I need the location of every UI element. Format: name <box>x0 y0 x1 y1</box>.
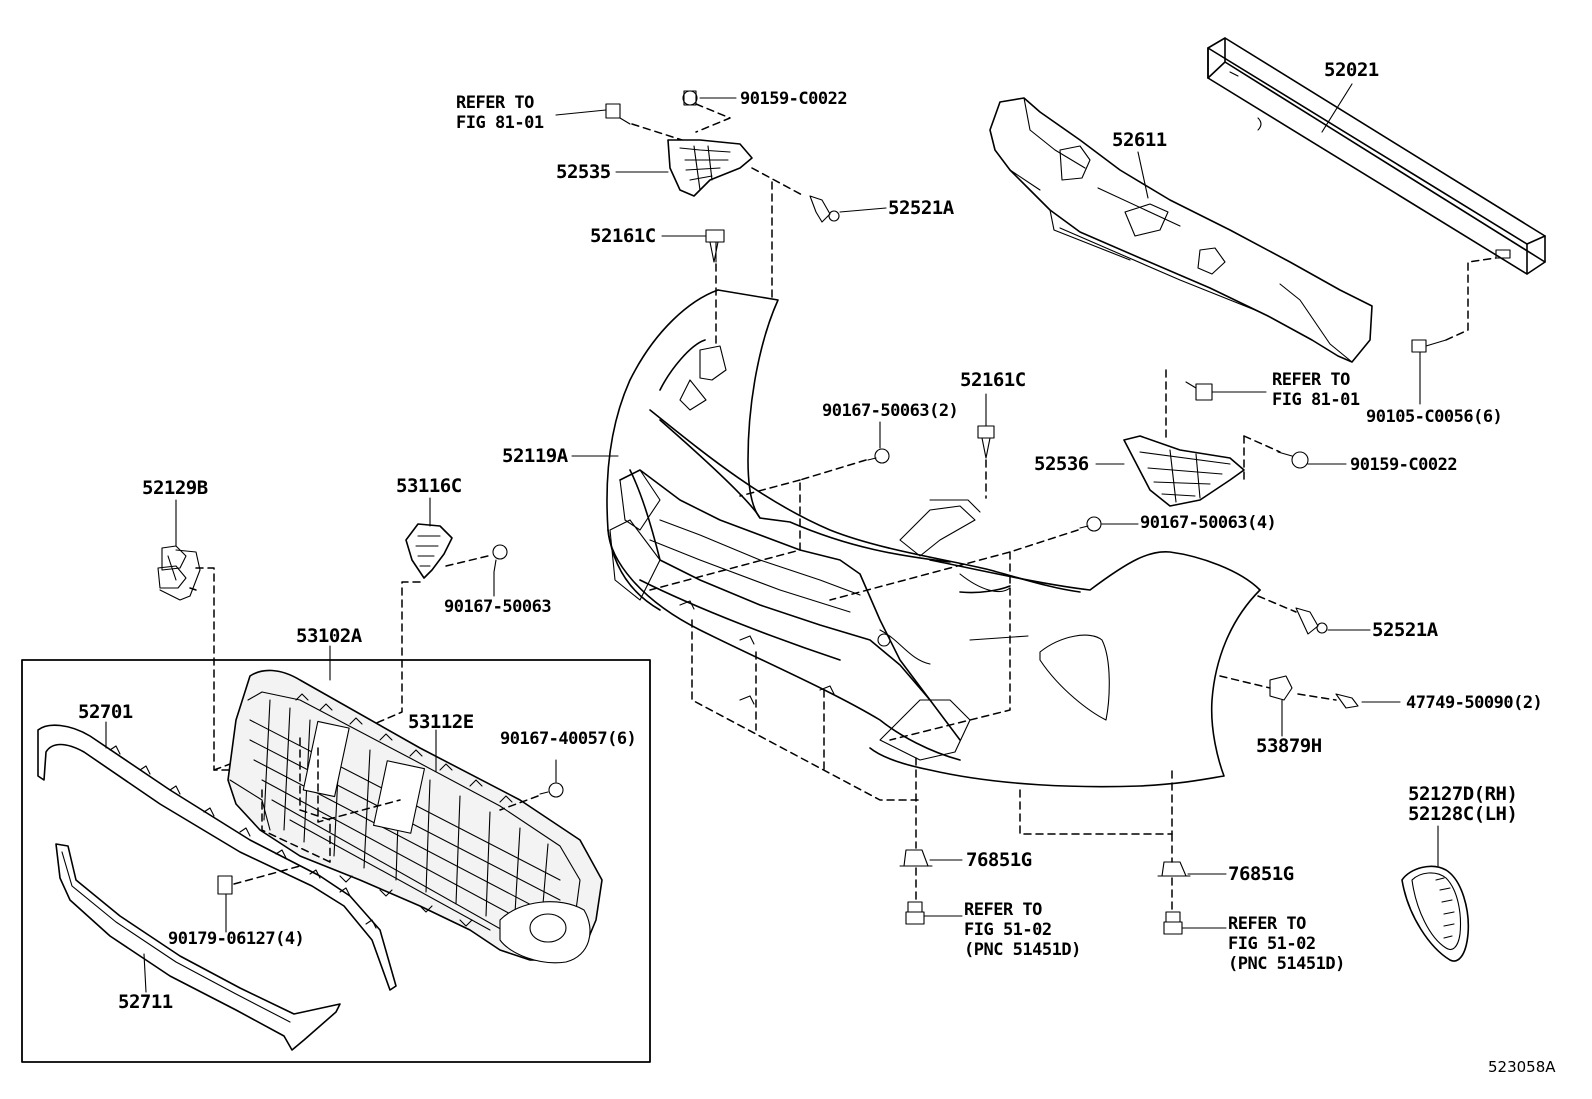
dash-90105 <box>1445 257 1497 341</box>
label-53102a: 53102A <box>296 625 362 647</box>
label-52161c-left: 52161C <box>590 225 656 247</box>
label-53879h: 53879H <box>1256 735 1322 757</box>
screw-90167-2-drawing <box>867 448 890 464</box>
bolt-90159-right-drawing <box>1277 451 1309 469</box>
screw-90167-40057-drawing <box>539 782 564 798</box>
clip-76851g-right-drawing <box>1157 861 1191 877</box>
reinforcement-52021-drawing <box>1207 37 1546 275</box>
bumper-cover-52119a-drawing <box>606 289 1261 788</box>
label-52021: 52021 <box>1324 59 1379 81</box>
clip-52521a-top-drawing <box>809 195 840 223</box>
label-90159-c0022-right: 90159-C0022 <box>1350 455 1458 475</box>
label-52119a: 52119A <box>502 445 568 467</box>
label-52127d-rh: 52127D(RH) <box>1408 783 1518 805</box>
retainer-52536-drawing <box>1123 435 1245 507</box>
label-refer-fig-81-01-left: REFER TO FIG 81-01 <box>456 93 544 133</box>
absorber-52611-drawing <box>989 97 1373 363</box>
nut-refer-right-drawing <box>1185 381 1213 401</box>
label-90167-50063-4: 90167-50063(4) <box>1140 513 1277 533</box>
sheet-id: 523058A <box>1488 1058 1556 1076</box>
label-90167-50063-2: 90167-50063(2) <box>822 401 959 421</box>
grille-53102a-drawing <box>227 669 603 964</box>
retainer-52535-drawing <box>667 139 753 197</box>
label-76851g-right: 76851G <box>1228 863 1294 885</box>
screw-90167-single-drawing <box>492 544 508 573</box>
pin-47749-drawing <box>1335 693 1359 709</box>
label-90105-c0056: 90105-C0056(6) <box>1366 407 1503 427</box>
bracket-53116c-drawing <box>405 523 453 579</box>
label-52128c-lh: 52128C(LH) <box>1408 803 1518 825</box>
nut-refer-left-drawing <box>605 103 631 125</box>
molding-52701-drawing <box>37 724 397 991</box>
label-52521a-right: 52521A <box>1372 619 1438 641</box>
leader-52611 <box>1137 151 1149 199</box>
clip-52521a-right-drawing <box>1295 607 1328 635</box>
bolt-90105-drawing <box>1411 339 1447 353</box>
label-52129b: 52129B <box>142 477 208 499</box>
label-47749-50090: 47749-50090(2) <box>1406 693 1543 713</box>
label-76851g-left: 76851G <box>966 849 1032 871</box>
label-refer-fig-51-02-left: REFER TO FIG 51-02 (PNC 51451D) <box>964 900 1081 960</box>
bolt-90159-top-drawing <box>682 90 698 106</box>
grille-assembly-frame <box>21 659 651 1063</box>
label-52521a-top: 52521A <box>888 197 954 219</box>
label-90167-40057: 90167-40057(6) <box>500 729 637 749</box>
nut-53879h-drawing <box>1269 675 1293 701</box>
clip-52161c-left-drawing <box>705 229 725 263</box>
screw-90167-4-drawing <box>1079 516 1102 532</box>
label-refer-fig-81-01-right: REFER TO FIG 81-01 <box>1272 370 1360 410</box>
label-refer-fig-51-02-right: REFER TO FIG 51-02 (PNC 51451D) <box>1228 914 1345 974</box>
label-52161c-mid: 52161C <box>960 369 1026 391</box>
bezel-52127d-drawing <box>1401 865 1470 962</box>
clip-76851g-left-drawing <box>899 849 933 867</box>
label-90179-06127: 90179-06127(4) <box>168 929 305 949</box>
bolt-refer-right-drawing <box>1163 911 1183 935</box>
clip-52161c-mid-drawing <box>977 425 995 459</box>
nut-90179-drawing <box>217 875 233 895</box>
label-52711: 52711 <box>118 991 173 1013</box>
molding-52711-drawing <box>55 843 341 1051</box>
label-90159-c0022-top: 90159-C0022 <box>740 89 848 109</box>
label-52701: 52701 <box>78 701 133 723</box>
bolt-refer-left-drawing <box>905 901 925 925</box>
label-52611: 52611 <box>1112 129 1167 151</box>
label-53112e: 53112E <box>408 711 474 733</box>
label-53116c: 53116C <box>396 475 462 497</box>
label-52535: 52535 <box>556 161 611 183</box>
leader-52021 <box>1321 83 1353 133</box>
bracket-52129b-drawing <box>157 545 201 601</box>
label-52536: 52536 <box>1034 453 1089 475</box>
label-90167-50063: 90167-50063 <box>444 597 552 617</box>
